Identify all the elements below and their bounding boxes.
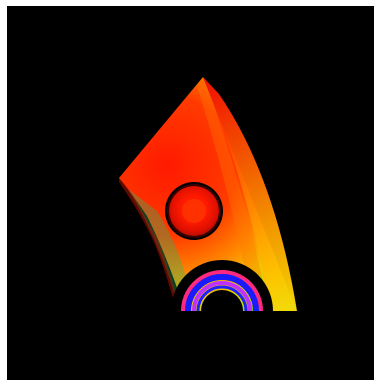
render-viewport [7, 6, 374, 380]
hotspot [165, 182, 223, 240]
arch [171, 260, 273, 312]
heatmap-rendering [119, 77, 297, 312]
